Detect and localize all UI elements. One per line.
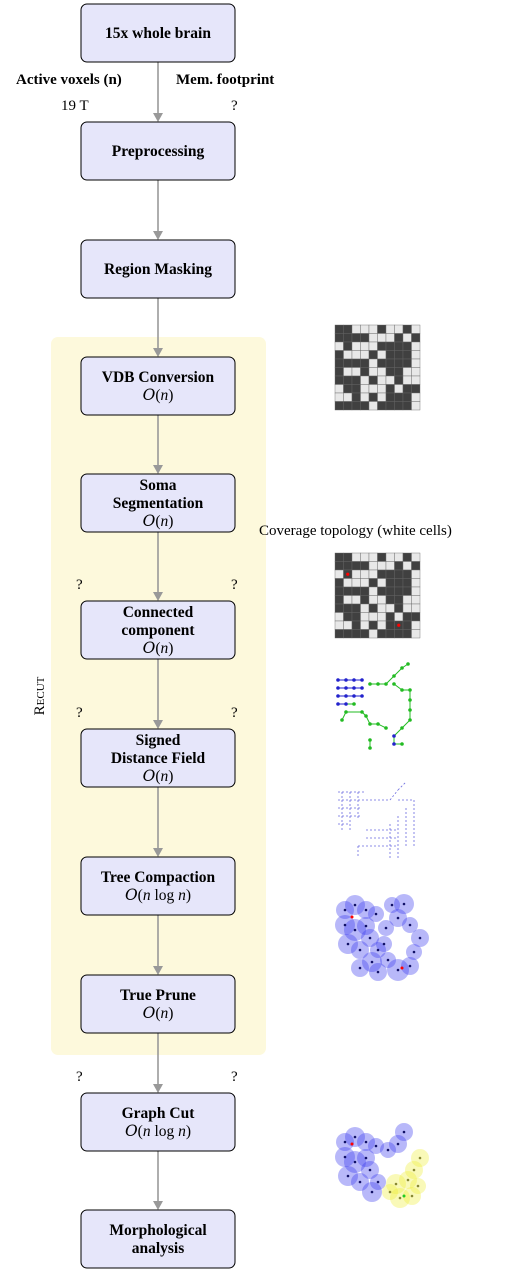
flow-arrow [153, 62, 163, 122]
node-box [80, 1092, 236, 1152]
node-box [80, 3, 236, 63]
node-title-line: Graph Cut [122, 1105, 196, 1122]
edge-label-right: ? [231, 577, 238, 593]
node-title-line: 15x whole brain [105, 25, 211, 42]
node-title-line: analysis [132, 1240, 185, 1257]
soma-seed [346, 572, 350, 576]
complexity-label: O(n) [143, 767, 174, 785]
node-box [80, 856, 236, 916]
node-box [80, 239, 236, 299]
node-preprocessing: Preprocessing [80, 121, 236, 181]
edge-label-right: ? [231, 705, 238, 721]
edge-label-left: ? [76, 1069, 83, 1085]
graph-components-thumbnail [336, 662, 412, 750]
node-region-masking: Region Masking [80, 239, 236, 299]
node-box [80, 473, 236, 533]
flow-arrow [153, 1151, 163, 1210]
grid-vdb-thumbnail [334, 324, 421, 411]
edge-label-right: ? [231, 1069, 238, 1085]
flow-arrow [153, 180, 163, 240]
node-title-line: Soma [139, 477, 176, 494]
complexity-label: O(n) [143, 639, 174, 657]
flow-arrow [153, 415, 163, 474]
node-title-line: True Prune [120, 987, 196, 1004]
node-box [80, 356, 236, 416]
node-box [80, 121, 236, 181]
node-box [80, 1209, 236, 1269]
complexity-label: O(n) [143, 512, 174, 530]
soma-seed [350, 915, 354, 919]
node-box [80, 974, 236, 1034]
flow-arrow [153, 787, 163, 857]
node-whole-brain: 15x whole brain [80, 3, 236, 63]
soma-seed [400, 966, 404, 970]
edge-label-left: 19 T [61, 98, 89, 114]
compacted-tree-thumbnail [335, 894, 429, 981]
node-title-line: Preprocessing [112, 143, 205, 160]
active-voxels-header: Active voxels (n) [16, 72, 122, 88]
distance-field-thumbnail [338, 781, 415, 858]
node-title-line: Morphological [109, 1222, 207, 1239]
node-box [80, 600, 236, 660]
edge-label-left: ? [76, 705, 83, 721]
memory-footprint-header: Mem. footprint [176, 72, 274, 88]
node-title-line: VDB Conversion [102, 369, 215, 386]
node-box [80, 728, 236, 788]
node-title-line: Distance Field [111, 750, 206, 767]
soma-seed [350, 1142, 354, 1146]
edge-label-left: ? [76, 577, 83, 593]
flow-arrow [153, 298, 163, 357]
graph-cut-thumbnail [335, 1123, 429, 1208]
complexity-label: O(n) [143, 386, 174, 404]
complexity-label: O(n log n) [125, 886, 191, 904]
soma-seed [397, 623, 401, 627]
node-title-line: Signed [136, 732, 181, 749]
node-title-line: Segmentation [113, 495, 204, 512]
flow-arrow [153, 659, 163, 729]
node-title-line: Region Masking [104, 261, 212, 278]
flow-arrow [153, 532, 163, 601]
node-title-line: Tree Compaction [101, 869, 216, 886]
node-title-line: Connected [123, 604, 194, 621]
coverage-topology-caption: Coverage topology (white cells) [259, 523, 452, 539]
node-title-line: component [121, 622, 195, 639]
flow-arrow [153, 1033, 163, 1093]
grid-soma-thumbnail [334, 552, 421, 639]
recut-group-label: RECUT [32, 676, 48, 715]
complexity-label: O(n) [143, 1004, 174, 1022]
edge-label-right: ? [231, 98, 238, 114]
soma-seed [402, 1194, 406, 1198]
complexity-label: O(n log n) [125, 1122, 191, 1140]
flow-arrow [153, 915, 163, 975]
